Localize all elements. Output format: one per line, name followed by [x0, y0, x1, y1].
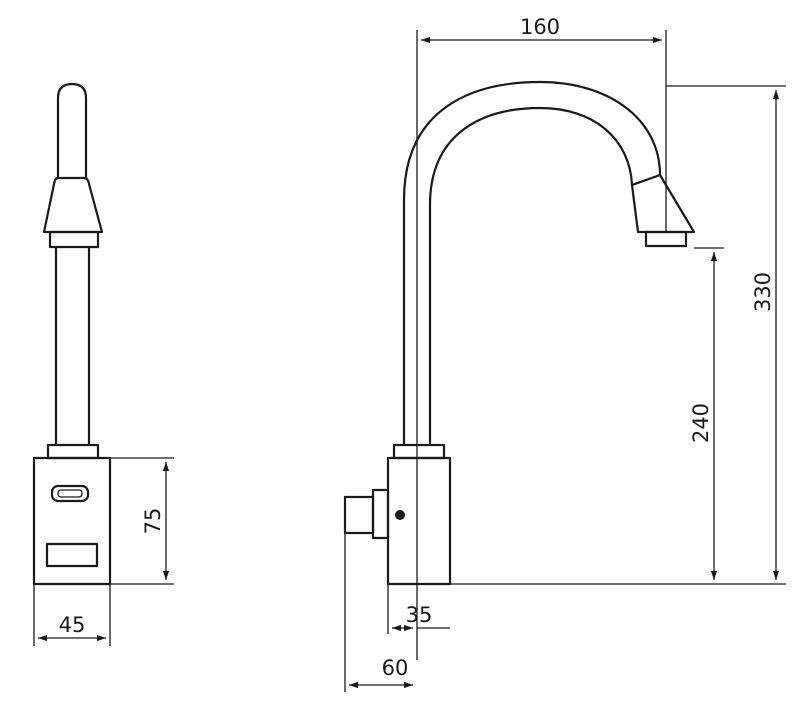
side-sensor-window-inner: [57, 489, 83, 498]
front-spout-inner: [428, 106, 634, 447]
front-sensor-dot: [395, 510, 405, 520]
front-aerator: [630, 173, 696, 234]
side-aerator-ring: [48, 230, 100, 249]
dim-240-label: 240: [689, 403, 713, 443]
dim-160-label: 160: [520, 15, 560, 39]
dim-total-height: 330: [751, 90, 780, 580]
side-spout-tip: [56, 82, 88, 180]
dim-sensor-box-width: 45: [33, 584, 111, 646]
dim-75-label: 75: [141, 508, 165, 535]
front-view: [343, 80, 696, 586]
dim-outlet-height: 240: [689, 252, 718, 580]
front-aerator-ring: [644, 230, 688, 248]
dim-35-label: 35: [406, 603, 433, 627]
dim-60-label: 60: [382, 656, 409, 680]
side-view: [32, 82, 112, 586]
front-spout-end: [630, 173, 662, 187]
dim-base-with-knob-width: 60: [349, 656, 413, 689]
front-knob-flange: [371, 488, 390, 540]
front-extension-lines: [344, 30, 786, 692]
dim-base-width: 35: [392, 603, 450, 632]
dim-spout-reach: 160: [421, 15, 662, 44]
side-indicator-slot: [45, 542, 99, 568]
side-sensor-window: [50, 484, 90, 503]
dim-330-label: 330: [751, 272, 775, 312]
front-body: [386, 456, 452, 586]
dim-45-label: 45: [59, 613, 86, 637]
front-base-collar: [392, 443, 446, 460]
side-pipe-collar: [46, 443, 100, 460]
front-spout-outer: [402, 80, 662, 447]
side-aerator-cone: [42, 176, 104, 234]
side-sensor-box: [32, 456, 112, 586]
side-pipe: [54, 245, 91, 447]
dim-sensor-box-height: 75: [110, 457, 174, 585]
front-knob: [343, 495, 375, 535]
